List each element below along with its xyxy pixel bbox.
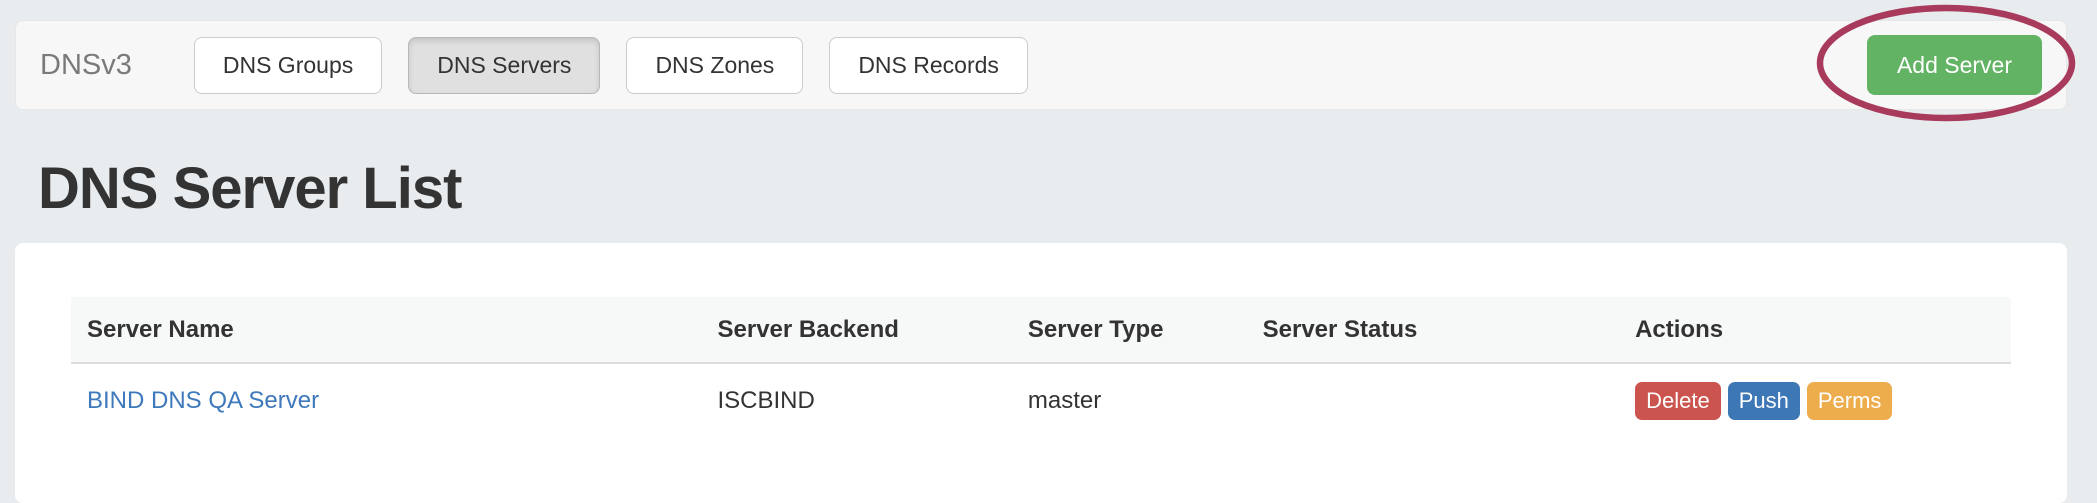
server-name-link[interactable]: BIND DNS QA Server: [87, 387, 320, 414]
nav-button-group: DNS Groups DNS Servers DNS Zones DNS Record…: [193, 36, 1054, 94]
column-header-server-status: Server Status: [1246, 297, 1620, 364]
delete-button[interactable]: Delete: [1635, 382, 1721, 420]
server-type-cell: master: [1027, 387, 1102, 414]
perms-button[interactable]: Perms: [1806, 382, 1893, 420]
nav-item-dns-groups[interactable]: DNS Groups: [193, 36, 383, 94]
add-server-button[interactable]: Add Server: [1866, 35, 2042, 95]
nav-item-dns-servers[interactable]: DNS Servers: [408, 36, 601, 94]
push-button[interactable]: Push: [1727, 382, 1800, 420]
page-title: DNS Server List: [38, 156, 462, 221]
nav-item-dns-records[interactable]: DNS Records: [829, 36, 1028, 94]
nav-item-dns-zones[interactable]: DNS Zones: [626, 36, 804, 94]
server-name-cell: BIND DNS QA Server: [71, 363, 702, 434]
app-brand: DNSv3: [40, 48, 132, 81]
column-header-server-backend: Server Backend: [701, 297, 1012, 364]
column-header-actions: Actions: [1619, 297, 2011, 364]
server-status-cell: [1247, 363, 1619, 434]
server-backend-cell: ISCBIND: [717, 387, 815, 414]
column-header-server-type: Server Type: [1011, 297, 1247, 364]
column-header-server-name: Server Name: [71, 297, 702, 364]
